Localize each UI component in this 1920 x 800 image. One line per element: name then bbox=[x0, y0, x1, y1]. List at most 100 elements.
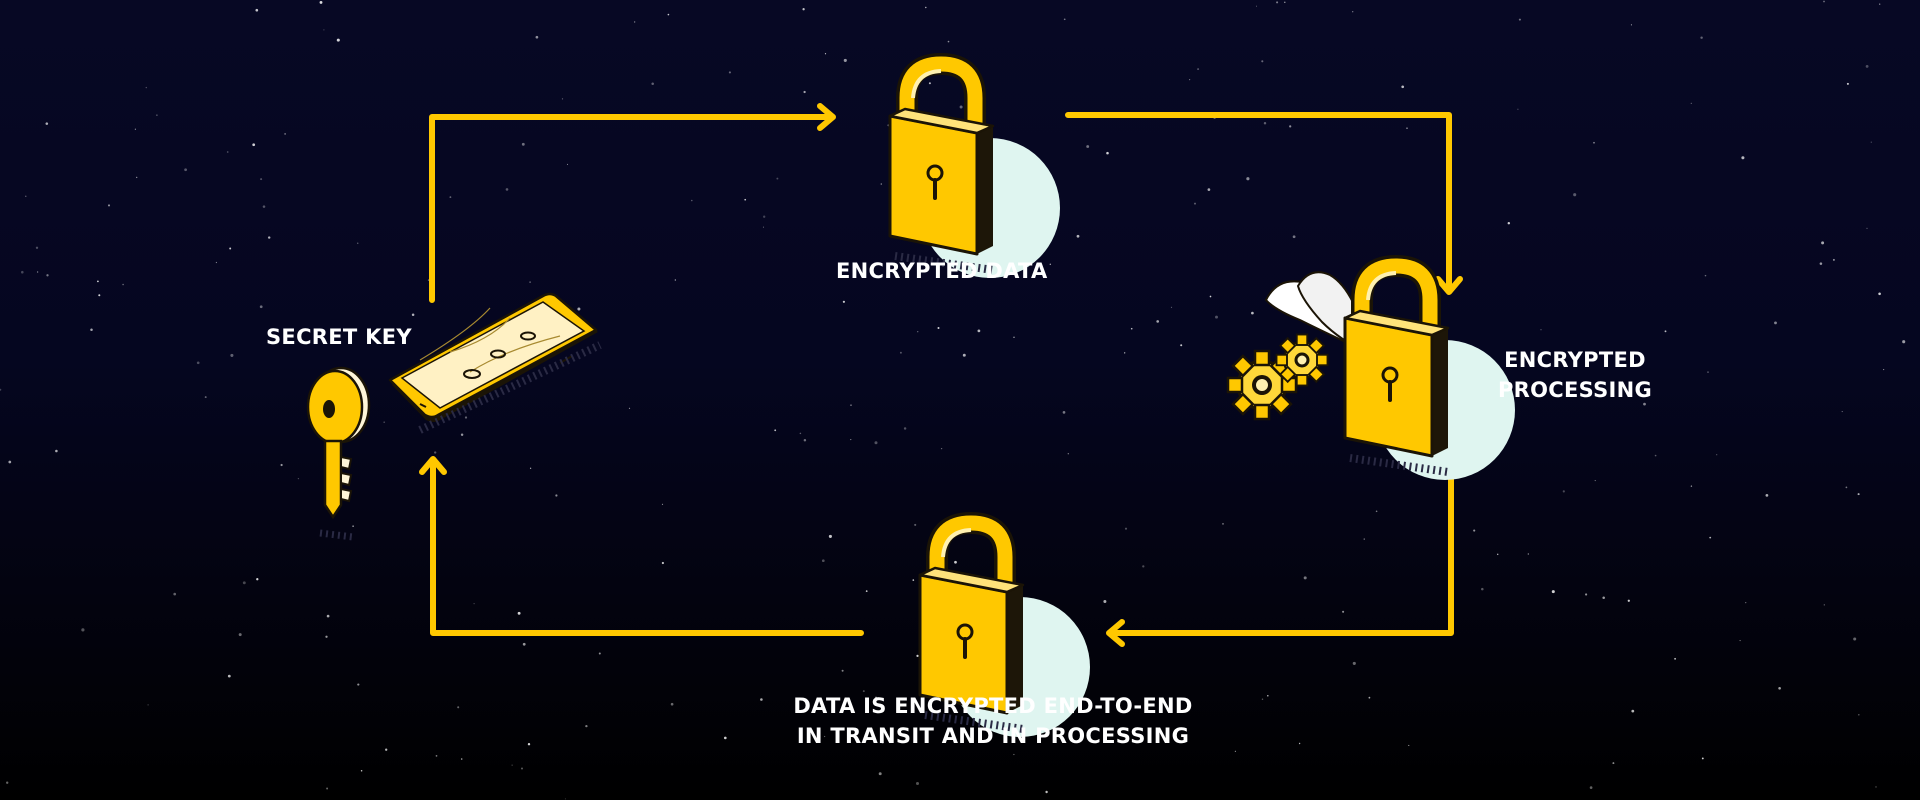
star bbox=[1716, 454, 1718, 456]
star bbox=[1823, 604, 1825, 606]
star bbox=[1674, 657, 1677, 660]
star bbox=[1289, 125, 1292, 128]
star bbox=[1870, 141, 1872, 143]
star bbox=[1865, 64, 1869, 68]
star bbox=[878, 772, 882, 776]
star bbox=[529, 281, 531, 283]
star bbox=[227, 674, 231, 678]
end-to-end-label-line-1: DATA IS ENCRYPTED END-TO-END bbox=[793, 694, 1193, 718]
star bbox=[555, 494, 558, 497]
star bbox=[1013, 753, 1015, 756]
star bbox=[977, 329, 981, 333]
star bbox=[661, 561, 665, 565]
star bbox=[1883, 369, 1885, 371]
star bbox=[912, 579, 915, 581]
star bbox=[670, 702, 674, 706]
star bbox=[325, 635, 328, 638]
star bbox=[1739, 640, 1741, 642]
star bbox=[1103, 600, 1107, 603]
star bbox=[1527, 553, 1529, 555]
star bbox=[435, 755, 438, 757]
star bbox=[1263, 122, 1267, 125]
star bbox=[1197, 68, 1200, 71]
star bbox=[434, 451, 437, 454]
star bbox=[824, 53, 827, 55]
star bbox=[226, 151, 229, 153]
star bbox=[1130, 327, 1133, 330]
star bbox=[134, 128, 136, 130]
star bbox=[1284, 1, 1286, 4]
star bbox=[803, 90, 806, 94]
star bbox=[229, 247, 232, 250]
gears-padlock-icon bbox=[1226, 266, 1515, 480]
star bbox=[457, 706, 460, 709]
star bbox=[1745, 601, 1747, 604]
star bbox=[1709, 536, 1712, 539]
star bbox=[511, 764, 513, 766]
star bbox=[928, 82, 931, 85]
key-icon bbox=[306, 366, 371, 541]
star bbox=[1246, 177, 1250, 181]
star bbox=[661, 503, 664, 505]
star bbox=[97, 280, 99, 283]
star bbox=[1222, 523, 1224, 525]
star bbox=[1551, 590, 1555, 594]
star bbox=[360, 770, 363, 772]
star bbox=[1194, 202, 1196, 205]
star bbox=[1156, 320, 1160, 323]
star bbox=[1086, 145, 1090, 148]
star bbox=[204, 396, 207, 399]
star bbox=[357, 242, 359, 244]
star bbox=[1704, 274, 1707, 277]
star bbox=[925, 6, 927, 9]
star bbox=[1821, 241, 1825, 245]
star bbox=[1049, 263, 1051, 265]
star bbox=[449, 196, 452, 199]
star bbox=[280, 463, 283, 467]
star bbox=[464, 416, 468, 419]
end-to-end-label-line-2: IN TRANSIT AND IN PROCESSING bbox=[796, 724, 1190, 748]
star bbox=[1664, 330, 1667, 333]
star bbox=[460, 758, 463, 760]
star bbox=[1823, 0, 1825, 3]
star bbox=[1774, 321, 1777, 325]
star bbox=[1631, 709, 1635, 713]
star bbox=[1593, 141, 1595, 144]
star bbox=[1375, 510, 1378, 513]
star bbox=[762, 226, 764, 228]
star bbox=[1106, 151, 1109, 155]
star bbox=[799, 432, 802, 435]
star bbox=[297, 477, 300, 480]
star bbox=[865, 590, 868, 592]
star bbox=[1866, 227, 1868, 230]
star bbox=[1612, 762, 1615, 765]
arrow-end-to-end-to-device bbox=[430, 459, 864, 636]
star bbox=[1627, 599, 1630, 602]
encrypted-processing-label: ENCRYPTED PROCESSING bbox=[1495, 345, 1655, 405]
star bbox=[90, 328, 93, 332]
star bbox=[843, 58, 847, 62]
star bbox=[728, 71, 731, 74]
star bbox=[1062, 411, 1066, 414]
star bbox=[1261, 60, 1264, 63]
star bbox=[1251, 311, 1254, 315]
star bbox=[284, 133, 286, 135]
star bbox=[260, 178, 263, 181]
star bbox=[1408, 744, 1410, 746]
star bbox=[535, 35, 539, 39]
star bbox=[1013, 336, 1015, 338]
star bbox=[1234, 750, 1236, 752]
star bbox=[903, 427, 907, 430]
star bbox=[1045, 790, 1048, 794]
star bbox=[1363, 538, 1365, 540]
star bbox=[1845, 486, 1848, 489]
star bbox=[1189, 79, 1191, 81]
star bbox=[505, 188, 509, 191]
star bbox=[959, 105, 963, 109]
star bbox=[46, 274, 49, 277]
star bbox=[21, 270, 24, 274]
star bbox=[947, 40, 950, 43]
star bbox=[1303, 576, 1307, 580]
star bbox=[1594, 480, 1596, 482]
star bbox=[55, 449, 58, 453]
